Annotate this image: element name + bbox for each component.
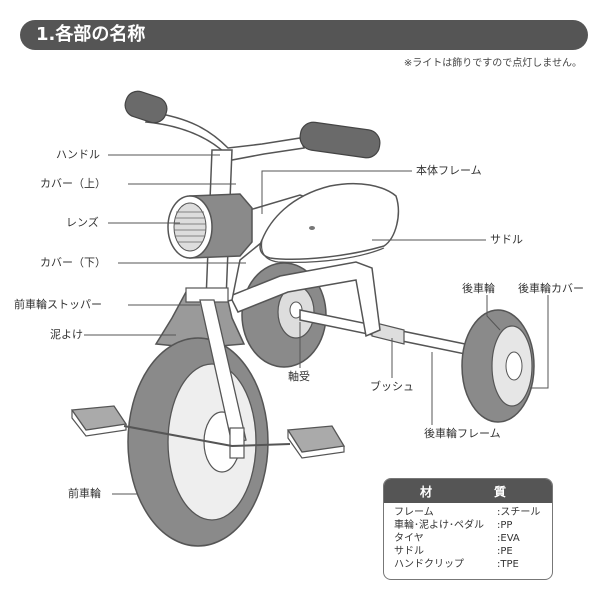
materials-row: 車輪･泥よけ･ペダル :PP <box>384 519 552 532</box>
label-rear-wheel-cover: 後車輪カバー <box>518 282 584 295</box>
label-rear-wheel-frame: 後車輪フレーム <box>424 427 501 440</box>
materials-value: :EVA <box>497 533 520 544</box>
light-note: ※ライトは飾りですので点灯しません。 <box>403 58 582 69</box>
label-handle: ハンドル <box>56 148 100 161</box>
label-cover-top: カバー（上） <box>40 177 106 190</box>
label-front-wheel-stopper: 前車輪ストッパー <box>14 298 102 311</box>
label-rear-wheel: 後車輪 <box>462 282 495 295</box>
materials-row: フレーム :スチール <box>384 506 552 519</box>
materials-row: タイヤ :EVA <box>384 532 552 545</box>
label-lens: レンズ <box>66 216 99 229</box>
materials-table: 材 質 フレーム :スチール 車輪･泥よけ･ペダル :PP タイヤ :EVA サ… <box>383 478 553 580</box>
label-axle-bearing: 軸受 <box>288 370 310 383</box>
materials-header-material: 材 <box>420 484 433 499</box>
materials-row: ハンドクリップ :TPE <box>384 558 552 571</box>
headlight <box>167 193 253 259</box>
materials-value: :PE <box>497 546 513 557</box>
materials-part: タイヤ <box>394 533 424 544</box>
label-front-wheel: 前車輪 <box>68 487 101 500</box>
label-cover-bottom: カバー（下） <box>40 256 106 269</box>
saddle <box>259 182 400 263</box>
rear-wheel-right <box>461 309 535 423</box>
leader-lines <box>84 154 549 495</box>
rear-wheel-frame <box>299 309 471 356</box>
section-title-bar <box>20 20 588 50</box>
materials-value: :TPE <box>497 559 519 570</box>
label-bush: ブッシュ <box>370 380 414 393</box>
front-fork <box>199 299 247 459</box>
label-body-frame: 本体フレーム <box>416 164 482 177</box>
materials-header-quality: 質 <box>494 484 507 499</box>
handlebar <box>124 90 381 161</box>
materials-row: サドル :PE <box>384 545 552 558</box>
materials-value: :スチール <box>497 507 541 518</box>
pedals <box>70 405 346 459</box>
materials-value: :PP <box>497 520 513 531</box>
materials-part: 車輪･泥よけ･ペダル <box>394 520 484 531</box>
materials-part: サドル <box>394 546 424 557</box>
label-mudguard: 泥よけ <box>50 328 83 341</box>
materials-part: フレーム <box>394 507 434 518</box>
label-saddle: サドル <box>490 233 523 246</box>
materials-part: ハンドクリップ <box>394 559 464 570</box>
section-title: 1.各部の名称 <box>36 24 146 45</box>
front-wheel <box>127 337 269 547</box>
materials-table-header: 材 質 <box>384 479 552 503</box>
